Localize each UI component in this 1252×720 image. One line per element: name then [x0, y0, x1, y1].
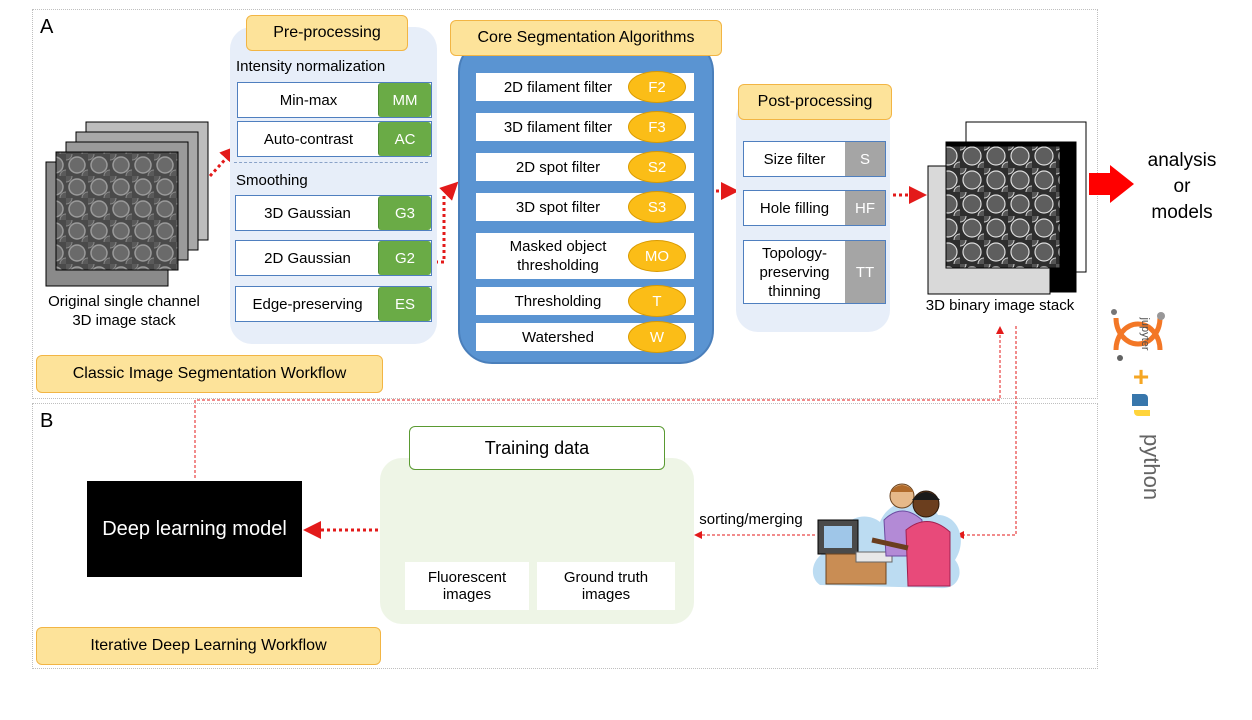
filament3d-label: 3D filament filter — [503, 118, 613, 136]
filament3d-code: F3 — [628, 111, 686, 143]
filament2d-row: 2D filament filter F2 — [476, 71, 694, 103]
filament2d-label: 2D filament filter — [503, 78, 613, 96]
spot3d-row: 3D spot filter S3 — [476, 191, 694, 223]
masked-threshold-row: Masked object thresholding MO — [476, 233, 694, 279]
preprocessing-divider — [234, 162, 428, 163]
spot2d-row: 2D spot filter S2 — [476, 151, 694, 183]
ground-truth-images-caption: Ground truth images — [537, 562, 675, 610]
input-stack-caption: Original single channel 3D image stack — [48, 293, 200, 329]
output-stack-image — [927, 121, 1087, 295]
smoothing-heading: Smoothing — [236, 172, 308, 189]
sizefilter-code: S — [845, 142, 885, 176]
filament3d-row: 3D filament filter F3 — [476, 111, 694, 143]
gaussian3d-code: G3 — [378, 196, 431, 230]
spot2d-label: 2D spot filter — [515, 158, 601, 176]
thresholding-label: Thresholding — [514, 292, 602, 310]
filament2d-code: F2 — [628, 71, 686, 103]
python-logo: python — [1132, 394, 1164, 500]
python-wordmark: python — [1139, 434, 1164, 500]
gaussian3d-label: 3D Gaussian — [264, 204, 351, 222]
jupyter-wordmark: jupyter — [1139, 316, 1151, 350]
input-stack-image — [45, 121, 209, 287]
panel-a-frame — [32, 9, 1098, 399]
preprocessing-title: Pre-processing — [246, 15, 408, 51]
edgepreserving-label: Edge-preserving — [252, 295, 363, 313]
thinning-row: Topology- preserving thinning TT — [743, 240, 886, 304]
minmax-label: Min-max — [279, 91, 338, 109]
core-segmentation-title: Core Segmentation Algorithms — [450, 20, 722, 56]
minmax-code: MM — [378, 83, 431, 117]
output-big-arrow — [1089, 165, 1134, 203]
gaussian2d-label: 2D Gaussian — [264, 249, 351, 267]
deep-learning-model-box: Deep learning model — [87, 481, 302, 577]
watershed-code: W — [628, 321, 686, 353]
deep-workflow-label: Iterative Deep Learning Workflow — [36, 627, 381, 665]
spot2d-code: S2 — [628, 151, 686, 183]
gaussian2d-code: G2 — [378, 241, 431, 275]
sizefilter-label: Size filter — [763, 150, 826, 168]
deep-learning-model-label: Deep learning model — [102, 517, 287, 540]
thinning-code: TT — [845, 241, 885, 303]
classic-workflow-label: Classic Image Segmentation Workflow — [36, 355, 383, 393]
holefilling-label: Hole filling — [759, 199, 830, 217]
postprocessing-title: Post-processing — [738, 84, 892, 120]
analysis-models-label: analysis or models — [1147, 150, 1217, 223]
spot3d-code: S3 — [628, 191, 686, 223]
holefilling-code: HF — [845, 191, 885, 225]
thinning-label: Topology- preserving thinning — [759, 244, 830, 300]
spot3d-label: 3D spot filter — [515, 198, 601, 216]
masked-threshold-label: Masked object thresholding — [509, 238, 607, 274]
edgepreserving-code: ES — [378, 287, 431, 321]
jupyter-logo: jupyter — [1111, 309, 1165, 361]
sorting-merging-label: sorting/merging — [699, 511, 803, 528]
thresholding-row: Thresholding T — [476, 285, 694, 317]
autocontrast-label: Auto-contrast — [263, 130, 354, 148]
thresholding-code: T — [628, 285, 686, 317]
panel-b-letter: B — [40, 410, 54, 432]
autocontrast-code: AC — [378, 122, 431, 156]
holefilling-row: Hole filling HF — [743, 190, 886, 226]
training-data-title: Training data — [409, 426, 665, 470]
edgepreserving-row: Edge-preserving ES — [235, 286, 432, 322]
people-computer-illustration — [812, 483, 961, 589]
output-stack-caption: 3D binary image stack — [925, 297, 1075, 314]
gaussian3d-row: 3D Gaussian G3 — [235, 195, 432, 231]
fluorescent-images-caption: Fluorescent images — [405, 562, 529, 610]
training-data-title-text: Training data — [484, 437, 590, 458]
plus-sign: + — [1133, 361, 1149, 392]
panel-b-frame — [32, 403, 1098, 669]
sizefilter-row: Size filter S — [743, 141, 886, 177]
masked-threshold-code: MO — [628, 240, 686, 272]
panel-a-letter: A — [40, 16, 54, 38]
gaussian2d-row: 2D Gaussian G2 — [235, 240, 432, 276]
intensity-normalization-heading: Intensity normalization — [236, 58, 386, 75]
watershed-label: Watershed — [522, 328, 594, 346]
minmax-row: Min-max MM — [237, 82, 432, 118]
autocontrast-row: Auto-contrast AC — [237, 121, 432, 157]
watershed-row: Watershed W — [476, 321, 694, 353]
